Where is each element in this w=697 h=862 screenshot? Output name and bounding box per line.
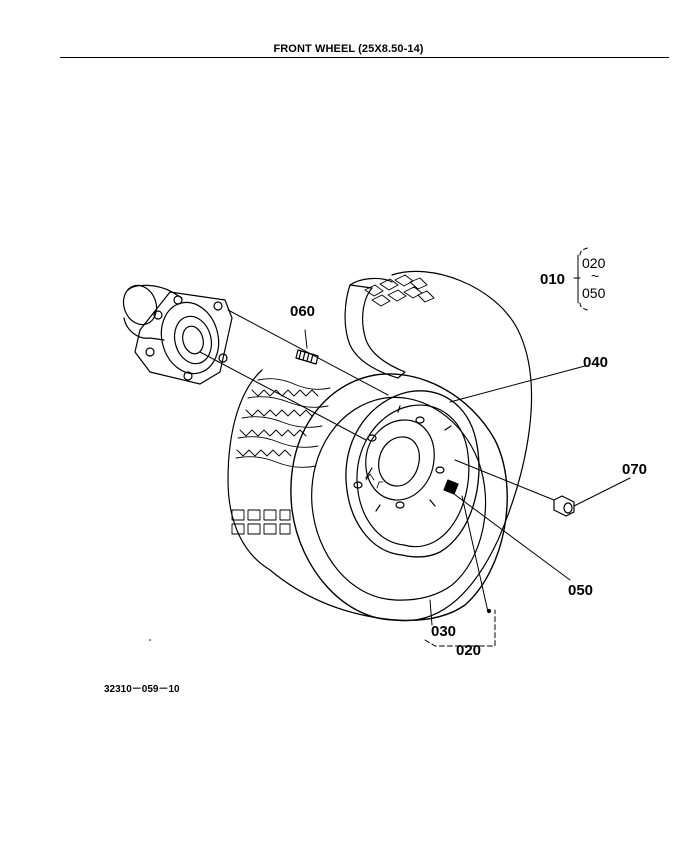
leader-lines — [199, 246, 631, 647]
callout-050: 050 — [568, 582, 593, 599]
callout-070: 070 — [622, 461, 647, 478]
group-separator: ~ — [591, 268, 599, 284]
group-item-050: 050 — [582, 285, 606, 301]
tire — [227, 270, 533, 622]
callout-030: 030 — [431, 623, 456, 640]
hub-flange — [122, 284, 233, 385]
group-item-020: 020 — [582, 255, 606, 271]
callout-060: 060 — [290, 303, 315, 320]
title-rule — [60, 57, 669, 58]
stray-dot — [149, 639, 151, 641]
callout-040: 040 — [583, 354, 608, 371]
rim-disc — [345, 390, 480, 558]
page-title: FRONT WHEEL (25X8.50-14) — [273, 43, 424, 55]
group-callout-010: 010 — [540, 271, 565, 288]
drawing-code: 32310－059－10 — [104, 684, 180, 695]
callout-020: 020 — [456, 642, 481, 659]
wheel-nut — [553, 495, 575, 517]
